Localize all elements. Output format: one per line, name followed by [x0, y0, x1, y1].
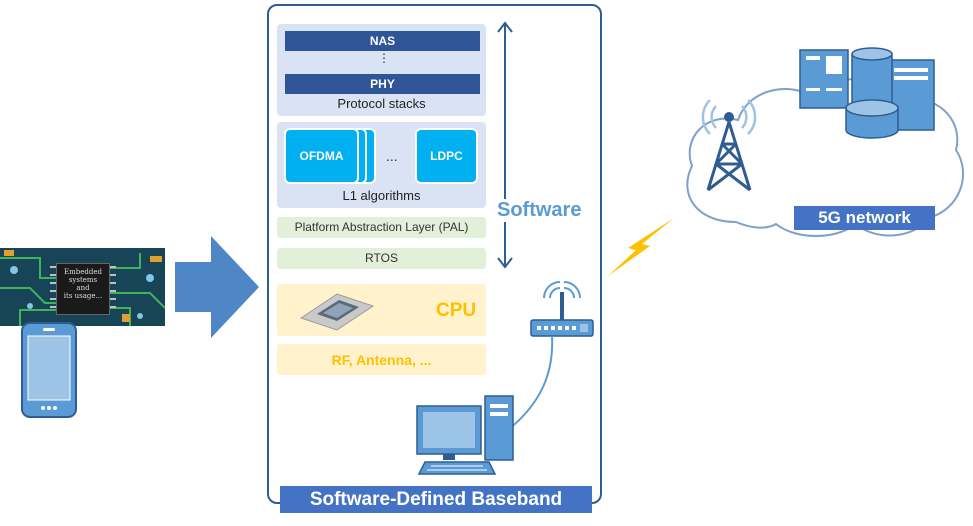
software-label: Software: [495, 199, 584, 222]
protocol-stacks-caption: Protocol stacks: [337, 96, 426, 111]
cell-tower-icon: [698, 96, 760, 192]
lightning-icon: [606, 216, 676, 278]
ldpc-block: LDPC: [415, 128, 478, 184]
desktop-computer-icon: [413, 394, 517, 476]
chip-line-3: and: [76, 284, 90, 292]
wifi-router-icon: [528, 280, 596, 342]
algo-ellipsis: ...: [386, 148, 398, 164]
cpu-label: CPU: [436, 300, 477, 321]
smartphone-icon: [21, 322, 77, 418]
rtos-layer: RTOS: [277, 248, 486, 269]
cpu-panel: [277, 284, 486, 336]
baseband-title: Software-Defined Baseband: [280, 486, 592, 513]
phy-layer: PHY: [285, 74, 480, 94]
network-cable: [470, 334, 570, 444]
l1-algorithms-caption: L1 algorithms: [342, 188, 421, 203]
5g-network-label: 5G network: [794, 206, 935, 230]
embedded-chip: Embedded systems and its usage...: [56, 263, 110, 315]
chip-line-4: its usage...: [63, 292, 103, 300]
chip-line-1: Embedded: [64, 268, 102, 276]
server-icon: [796, 44, 938, 144]
ofdma-block: OFDMA: [284, 128, 359, 184]
cpu-chip-icon: [297, 290, 375, 332]
stack-dots: ⋮: [378, 51, 390, 65]
chip-line-2: systems: [68, 276, 98, 284]
software-double-arrow: [496, 20, 514, 270]
rf-antenna-label: RF, Antenna, ...: [331, 352, 432, 368]
embedded-board-image: Embedded systems and its usage...: [0, 248, 165, 326]
pal-layer: Platform Abstraction Layer (PAL): [277, 217, 486, 238]
nas-layer: NAS: [285, 31, 480, 51]
rf-panel: [277, 344, 486, 375]
big-right-arrow: [175, 236, 259, 338]
